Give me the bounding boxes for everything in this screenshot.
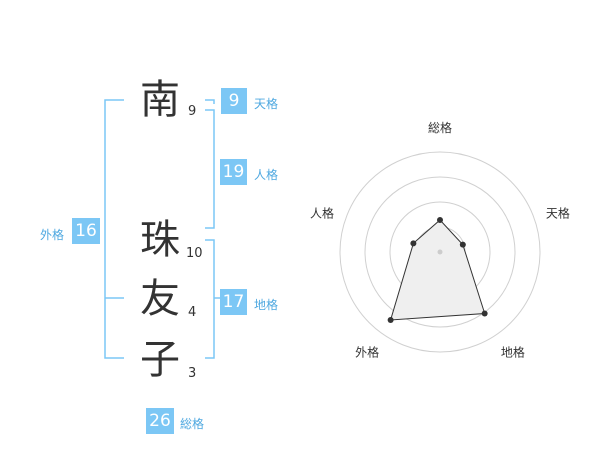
radar-axis-label-4: 外格 bbox=[355, 344, 379, 359]
radar-center bbox=[437, 249, 443, 255]
tenkaku-score: 9 bbox=[221, 88, 247, 114]
radar-axis-label-5: 人格 bbox=[310, 206, 334, 221]
radar-point-2 bbox=[459, 241, 466, 248]
soukaku-label: 総格 bbox=[180, 417, 205, 431]
gaikaku-score: 16 bbox=[72, 218, 100, 244]
name-char-2: 珠 bbox=[140, 217, 180, 263]
radar-axis-label-1: 総格 bbox=[428, 120, 452, 135]
jinkaku-bracket bbox=[205, 109, 215, 229]
name-char-1: 南 bbox=[140, 77, 180, 123]
radar-point-3 bbox=[481, 310, 488, 317]
radar-ring-3 bbox=[364, 176, 516, 328]
chikaku-bracket bbox=[205, 239, 215, 359]
radar-area bbox=[389, 219, 486, 321]
stroke-count-2: 10 bbox=[186, 246, 203, 261]
name-char-3: 友 bbox=[140, 276, 180, 322]
chikaku-score: 17 bbox=[220, 289, 247, 315]
jinkaku-label: 人格 bbox=[254, 168, 279, 182]
name-char-4: 子 bbox=[140, 337, 180, 383]
jinkaku-score: 19 bbox=[220, 159, 247, 185]
stroke-count-4: 3 bbox=[188, 366, 197, 381]
radar-axis-label-2: 天格 bbox=[546, 206, 570, 221]
chikaku-label: 地格 bbox=[254, 298, 279, 312]
radar-point-5 bbox=[410, 240, 417, 247]
tenkaku-label: 天格 bbox=[254, 97, 279, 111]
stroke-count-3: 4 bbox=[188, 305, 197, 320]
soukaku-score: 26 bbox=[146, 408, 174, 434]
radar-point-1 bbox=[437, 217, 443, 223]
radar-point-4 bbox=[387, 316, 394, 323]
tenkaku-bracket bbox=[205, 99, 215, 104]
stroke-count-1: 9 bbox=[188, 104, 197, 119]
gaikaku-label: 外格 bbox=[40, 228, 65, 242]
gaikaku-bracket bbox=[104, 99, 124, 359]
radar-ring-4 bbox=[339, 151, 541, 353]
radar-axis-label-3: 地格 bbox=[501, 344, 525, 359]
